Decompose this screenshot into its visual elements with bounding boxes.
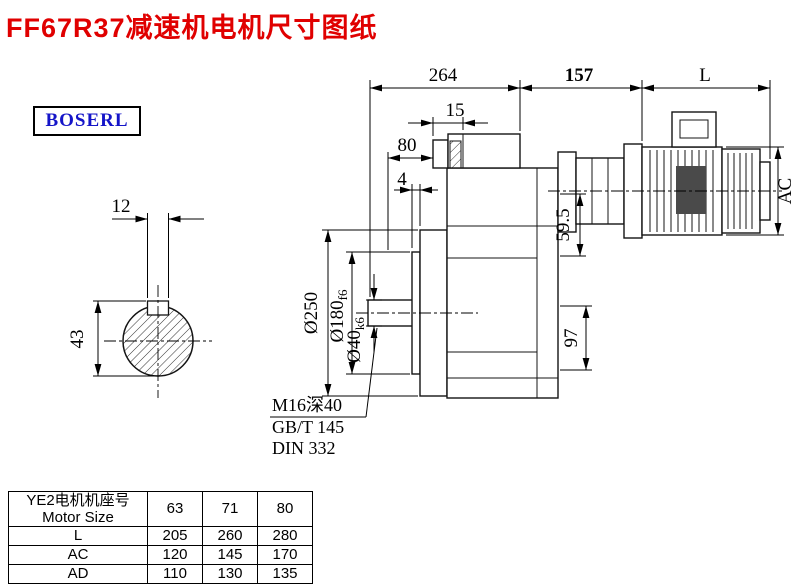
input-housing-step (432, 139, 449, 169)
top-plug (449, 140, 462, 169)
dim-4: 4 (397, 169, 407, 190)
dim-AC: AC (775, 178, 796, 204)
cell-AD-80: 135 (257, 564, 313, 584)
cell-AC-63: 120 (147, 545, 203, 565)
dim-80: 80 (398, 135, 417, 156)
brand-text: BOSERL (45, 110, 129, 131)
thread-note: M16深40 GB/T 145 DIN 332 (270, 327, 378, 458)
thread-spec: M16深40 (272, 395, 342, 415)
top-dimensions: 264 157 L (369, 65, 771, 297)
standard-gb: GB/T 145 (272, 417, 344, 437)
dim-dia250: Ø250 (301, 292, 322, 334)
standard-din: DIN 332 (272, 438, 336, 458)
cell-L-71: 260 (202, 526, 258, 546)
dim-15: 15 (446, 100, 465, 121)
cell-AD-71: 130 (202, 564, 258, 584)
dim-dia180: Ø180f6 (327, 289, 350, 343)
gear-housing (446, 167, 559, 399)
cell-AD-63: 110 (147, 564, 203, 584)
brand-logo: BOSERL (33, 106, 141, 136)
cell-L-80: 280 (257, 526, 313, 546)
dim-157: 157 (565, 65, 594, 86)
motor-size-table: YE2电机机座号 Motor Size 63 71 80 L 205 260 2… (8, 491, 313, 584)
detail-dimensions: 15 80 4 (387, 100, 488, 250)
table-row-AD: AD 110 130 135 (8, 564, 313, 584)
dim-dia40: Ø40k6 (344, 317, 367, 363)
cell-AC-80: 170 (257, 545, 313, 565)
cell-AC-71: 145 (202, 545, 258, 565)
shaft-section-view: 12 43 (67, 196, 212, 398)
vertical-dimensions: AC 59.5 97 (553, 146, 796, 371)
table-row-L: L 205 260 280 (8, 526, 313, 546)
diameter-dimensions: Ø250 Ø180f6 Ø40k6 (301, 229, 418, 397)
header-size-80: 80 (257, 491, 313, 527)
dim-key-width: 12 (112, 196, 131, 217)
row-label-AD: AD (8, 564, 148, 584)
motor-stator-block (676, 166, 706, 214)
reducer-side-view (356, 111, 782, 399)
header-size-63: 63 (147, 491, 203, 527)
row-label-L: L (8, 526, 148, 546)
header-motor-size-cn: YE2电机机座号 (26, 492, 130, 509)
terminal-box-lid (679, 119, 709, 139)
terminal-box (671, 111, 717, 148)
cell-L-63: 205 (147, 526, 203, 546)
header-motor-size-en: Motor Size (42, 509, 114, 526)
dim-59-5: 59.5 (553, 208, 574, 241)
dim-97: 97 (561, 329, 582, 348)
page-title: FF67R37减速机电机尺寸图纸 (6, 13, 378, 43)
table-header-row: YE2电机机座号 Motor Size 63 71 80 (8, 491, 313, 527)
row-label-AC: AC (8, 545, 148, 565)
dim-L: L (699, 65, 711, 86)
table-row-AC: AC 120 145 170 (8, 545, 313, 565)
header-size-71: 71 (202, 491, 258, 527)
dim-264: 264 (429, 65, 458, 86)
header-motor-size: YE2电机机座号 Motor Size (8, 491, 148, 527)
dim-key-height: 43 (67, 330, 88, 349)
